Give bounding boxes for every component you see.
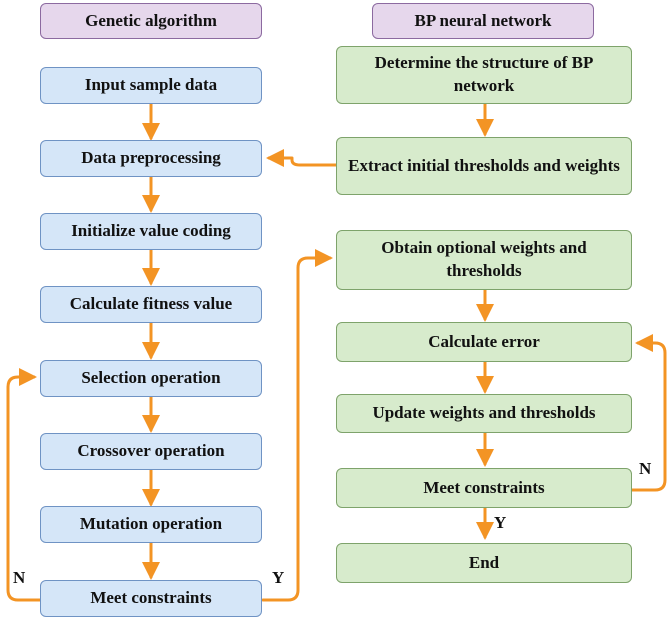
node-data-preprocessing: Data preprocessing <box>40 140 262 177</box>
arrow-ga-no-loop <box>6 368 42 602</box>
arrow-bp-no-loop <box>630 334 667 492</box>
node-calculate-fitness-value: Calculate fitness value <box>40 286 262 323</box>
node-input-sample-data: Input sample data <box>40 67 262 104</box>
node-obtain-optional-weights: Obtain optional weights and thresholds <box>336 230 632 290</box>
node-ga-meet-constraints: Meet constraints <box>40 580 262 617</box>
node-crossover-operation: Crossover operation <box>40 433 262 470</box>
label-bp-yes: Y <box>494 513 507 532</box>
node-extract-initial-thresholds: Extract initial thresholds and weights <box>336 137 632 195</box>
label-ga-no: N <box>13 568 26 587</box>
node-bp-meet-constraints: Meet constraints <box>336 468 632 508</box>
arrow-bp-to-ga <box>266 149 338 167</box>
node-update-weights: Update weights and thresholds <box>336 394 632 433</box>
label-ga-yes: Y <box>272 568 285 587</box>
node-selection-operation: Selection operation <box>40 360 262 397</box>
header-bp-neural-network: BP neural network <box>372 3 594 39</box>
node-calculate-error: Calculate error <box>336 322 632 362</box>
node-determine-structure: Determine the structure of BP network <box>336 46 632 104</box>
node-end: End <box>336 543 632 583</box>
arrow-ga-yes <box>261 249 333 602</box>
node-initialize-value-coding: Initialize value coding <box>40 213 262 250</box>
node-mutation-operation: Mutation operation <box>40 506 262 543</box>
header-genetic-algorithm: Genetic algorithm <box>40 3 262 39</box>
label-bp-no: N <box>639 459 652 478</box>
